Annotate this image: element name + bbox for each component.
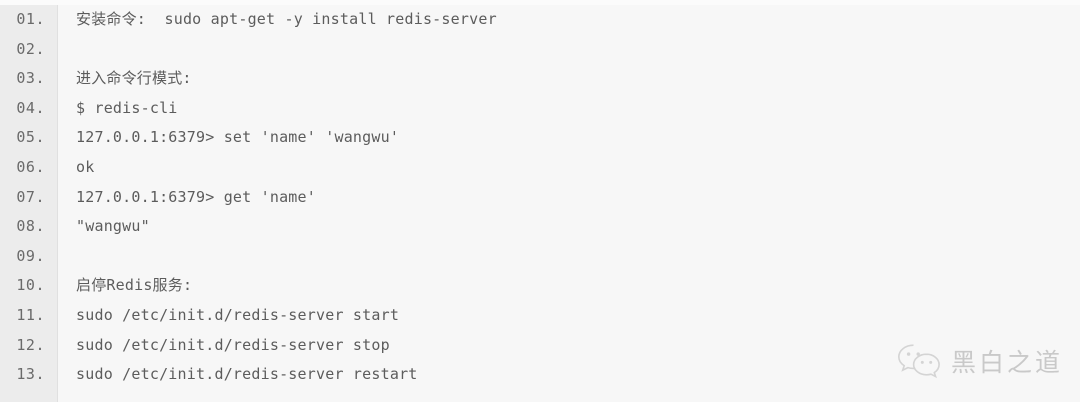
code-content-area[interactable]: 安装命令: sudo apt-get -y install redis-serv…	[59, 0, 1080, 402]
code-block-top-strip	[0, 0, 1080, 5]
code-line: 进入命令行模式:	[76, 69, 192, 88]
line-number: 05.	[16, 128, 45, 147]
code-line: sudo /etc/init.d/redis-server start	[76, 305, 400, 324]
line-number: 10.	[16, 276, 45, 295]
code-line	[59, 242, 1080, 272]
line-number: 01.	[16, 10, 45, 28]
code-line: ok	[76, 157, 95, 176]
code-line	[59, 35, 1080, 65]
code-line: 安装命令: sudo apt-get -y install redis-serv…	[76, 10, 497, 28]
line-number: 02.	[16, 39, 45, 58]
line-number-list: 01. 02. 03. 04. 05. 06. 07. 08. 09. 10. 11. 12. 13.	[0, 5, 57, 390]
line-number: 07.	[16, 187, 45, 206]
code-line: sudo /etc/init.d/redis-server restart	[76, 365, 418, 384]
line-number: 13.	[16, 365, 45, 384]
line-number: 03.	[16, 69, 45, 88]
code-line: $ redis-cli	[76, 98, 178, 117]
line-number: 11.	[16, 305, 45, 324]
line-number: 09.	[16, 246, 45, 265]
line-number: 04.	[16, 98, 45, 117]
code-line: 启停Redis服务:	[76, 276, 193, 295]
line-number-gutter: 01. 02. 03. 04. 05. 06. 07. 08. 09. 10. 11. 12. 13.	[0, 0, 58, 402]
code-line: "wangwu"	[76, 217, 150, 236]
code-line-list: 安装命令: sudo apt-get -y install redis-serv…	[59, 5, 1080, 390]
code-line: sudo /etc/init.d/redis-server stop	[76, 335, 390, 354]
line-number: 12.	[16, 335, 45, 354]
code-line: 127.0.0.1:6379> get 'name'	[76, 187, 316, 206]
line-number: 08.	[16, 217, 45, 236]
line-number: 06.	[16, 157, 45, 176]
code-line: 127.0.0.1:6379> set 'name' 'wangwu'	[76, 128, 400, 147]
